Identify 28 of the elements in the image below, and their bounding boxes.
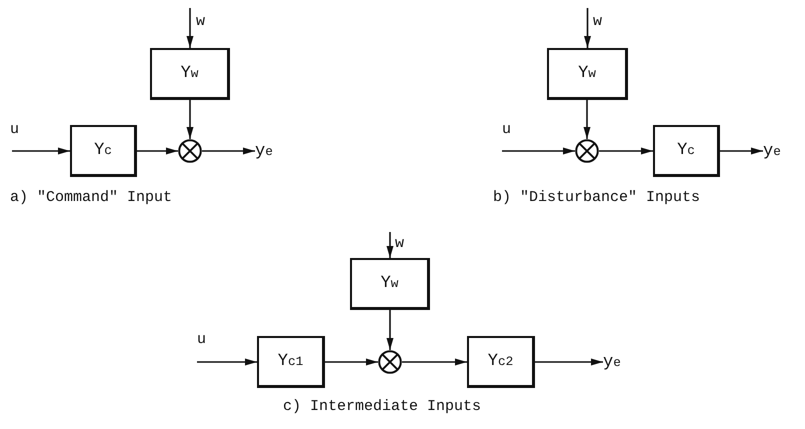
arrow xyxy=(386,310,394,350)
signal-label: u xyxy=(197,332,206,348)
summing-junction xyxy=(378,350,402,374)
signal-label: u xyxy=(10,122,20,138)
arrow xyxy=(12,148,70,154)
summing-junction xyxy=(575,139,599,163)
signal-label: w xyxy=(196,14,206,30)
arrow xyxy=(386,232,394,258)
signal-label: u xyxy=(502,122,512,138)
figure-caption: c) Intermediate Inputs xyxy=(283,399,482,416)
summing-junction xyxy=(178,139,202,163)
arrow xyxy=(720,148,763,154)
figure-caption: a) "Command" Input xyxy=(10,190,172,206)
arrow xyxy=(502,148,575,154)
arrow xyxy=(137,148,178,154)
arrow xyxy=(402,358,467,366)
arrow xyxy=(325,358,378,366)
arrow xyxy=(535,358,603,366)
arrow xyxy=(186,8,194,48)
arrow xyxy=(584,100,590,139)
signal-label: w xyxy=(395,236,404,252)
arrow xyxy=(584,8,591,48)
arrow xyxy=(599,148,653,154)
arrow xyxy=(197,358,257,366)
figure-caption: b) "Disturbance" Inputs xyxy=(493,190,700,206)
signal-label: w xyxy=(593,14,602,30)
arrow xyxy=(186,100,194,139)
arrow xyxy=(202,148,255,154)
